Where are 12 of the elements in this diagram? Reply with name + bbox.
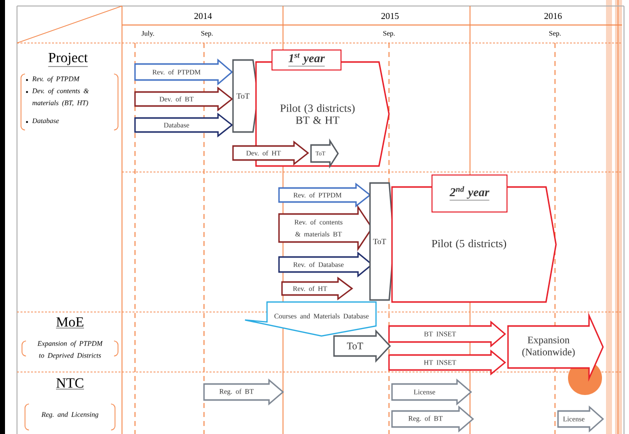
year-label: 2016 bbox=[544, 12, 562, 20]
year-box: 2$^{nd}$ year bbox=[432, 174, 508, 212]
activity-box: ToT bbox=[333, 329, 391, 363]
section-heading: Project bbox=[48, 52, 88, 67]
activity-box: Expansion (Nationwide) bbox=[507, 312, 604, 382]
year-box: 1$^{st}$ year bbox=[272, 50, 342, 70]
year-label: 2015 bbox=[381, 12, 399, 20]
year-label: 2014 bbox=[194, 12, 212, 20]
chevron-box: ToT bbox=[369, 182, 395, 301]
chevron-box: ToT bbox=[232, 59, 259, 133]
section-heading: NTC bbox=[56, 378, 84, 390]
section-heading: MoE bbox=[56, 317, 84, 328]
